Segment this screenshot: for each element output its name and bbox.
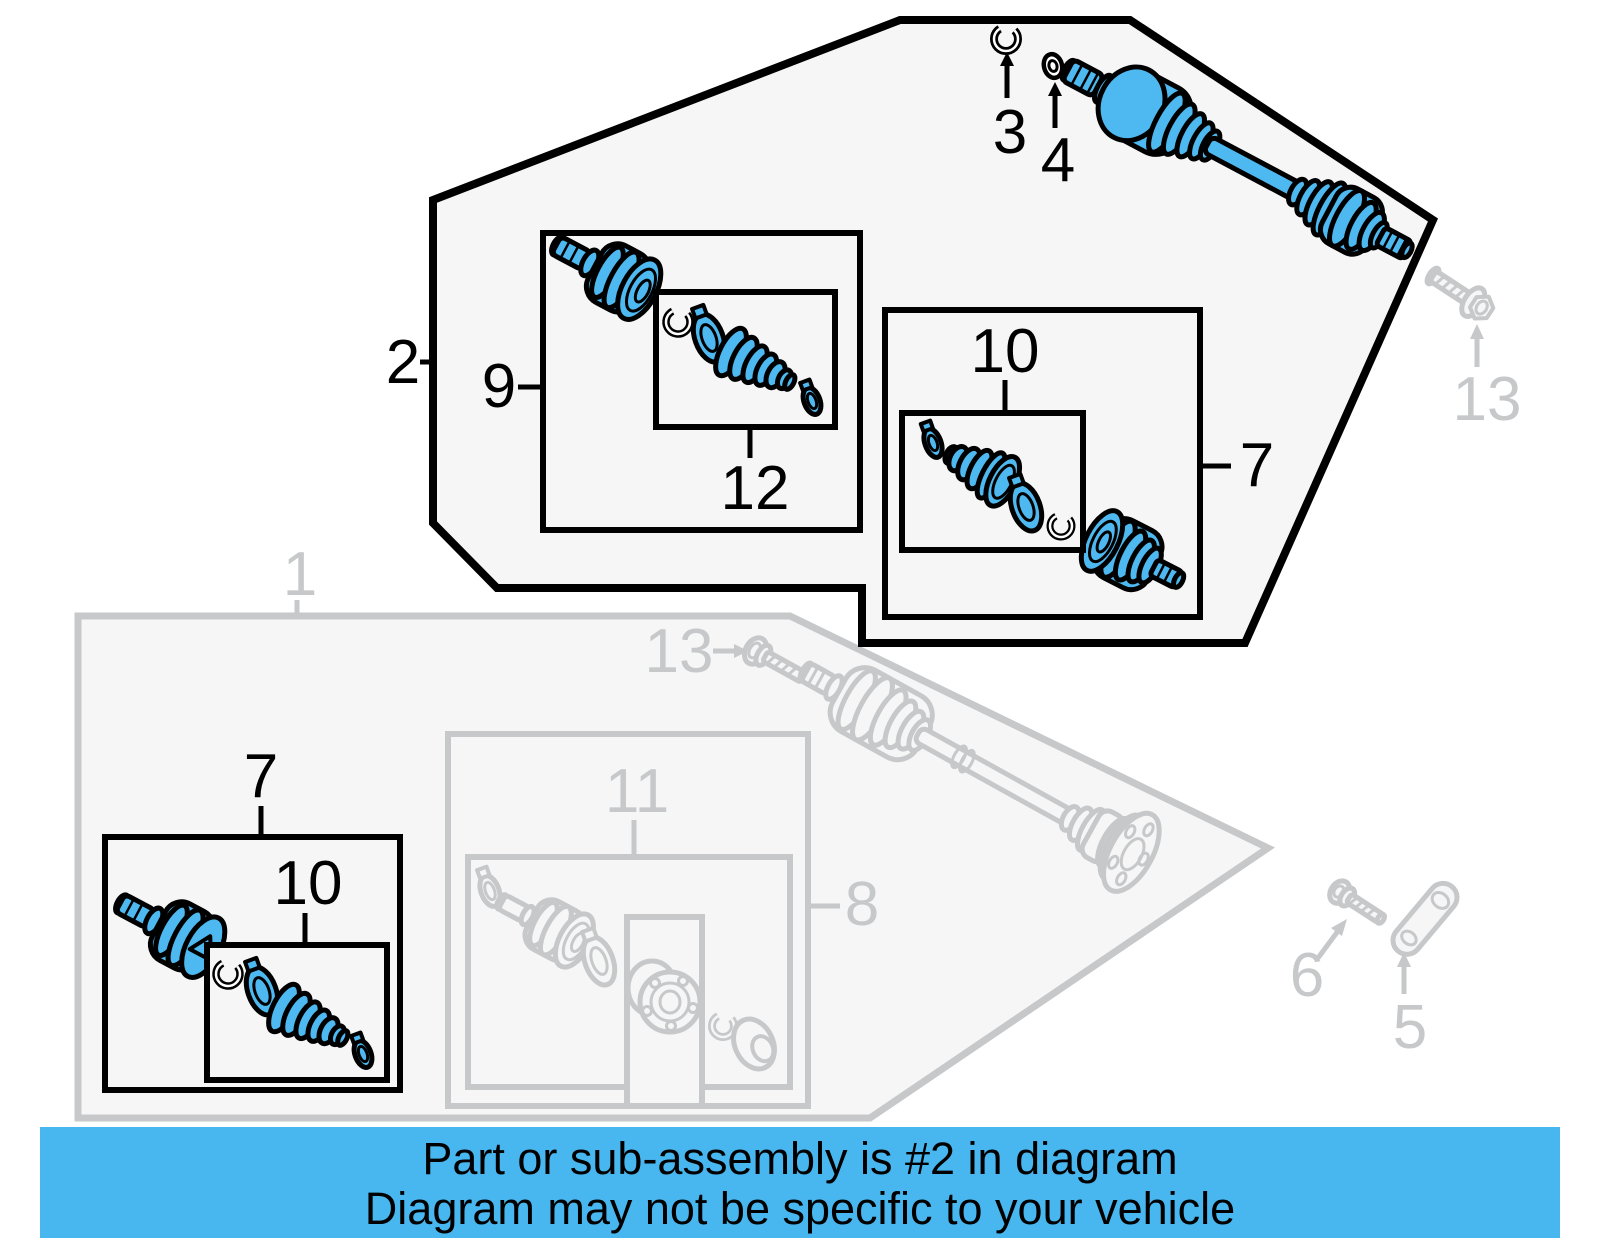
notice-banner: Part or sub-assembly is #2 in diagram Di… (40, 1127, 1560, 1238)
outer-cv-joint-part-7 (1078, 508, 1187, 593)
highlighted-axle-assembly (1059, 57, 1415, 261)
muted-axle-bolt (1424, 265, 1496, 321)
boot-kit-part-10-lower (212, 955, 375, 1070)
callout-11: 11 (604, 757, 670, 826)
callout-13-lower: 13 (644, 617, 714, 686)
boot-kit-part-12 (662, 302, 824, 417)
muted-axle-assembly (797, 660, 1162, 894)
callout-arrow-4 (1048, 82, 1062, 128)
callout-10-lower: 10 (273, 849, 343, 918)
muted-hub-bolt (741, 635, 808, 684)
muted-small-clamp (475, 864, 503, 909)
muted-dust-cap (731, 1016, 777, 1072)
callout-arrow-5 (1397, 952, 1411, 994)
callout-arrow-3 (1000, 52, 1014, 98)
inner-cv-joint-lower (113, 892, 228, 980)
banner-line-1: Part or sub-assembly is #2 in diagram (422, 1133, 1178, 1184)
callout-arrow-13-upper (1470, 324, 1484, 367)
callout-8: 8 (844, 870, 880, 939)
muted-wheel-hub (625, 958, 703, 1035)
snap-ring-part-3 (990, 22, 1022, 55)
snap-ring-icon (1046, 511, 1076, 541)
muted-inner-cv-joint (494, 892, 596, 970)
banner-line-2: Diagram may not be specific to your vehi… (364, 1183, 1236, 1234)
callout-arrow-6 (1315, 919, 1347, 960)
callout-3: 3 (992, 98, 1028, 167)
callout-6: 6 (1289, 941, 1325, 1010)
callout-1: 1 (282, 540, 318, 609)
callout-4: 4 (1040, 126, 1076, 195)
muted-snap-ring (708, 1011, 738, 1041)
washer-part-4 (1041, 51, 1065, 81)
muted-bracket-bolt (1327, 878, 1387, 926)
callout-9: 9 (481, 352, 517, 421)
inner-cv-joint-part-9 (549, 234, 664, 322)
snap-ring-icon (212, 958, 244, 990)
snap-ring-icon (662, 306, 694, 338)
callout-7-lower: 7 (243, 742, 279, 811)
muted-boot-clamp (580, 925, 618, 988)
callout-13-upper: 13 (1452, 365, 1522, 434)
callout-arrow-13-lower (713, 644, 748, 658)
muted-bracket (1390, 880, 1460, 957)
callout-2: 2 (385, 328, 421, 397)
callout-5: 5 (1392, 993, 1428, 1062)
callout-12: 12 (720, 454, 790, 523)
callout-7-upper: 7 (1239, 431, 1275, 500)
callout-10-upper: 10 (970, 317, 1040, 386)
boot-kit-part-10-upper (918, 418, 1076, 541)
